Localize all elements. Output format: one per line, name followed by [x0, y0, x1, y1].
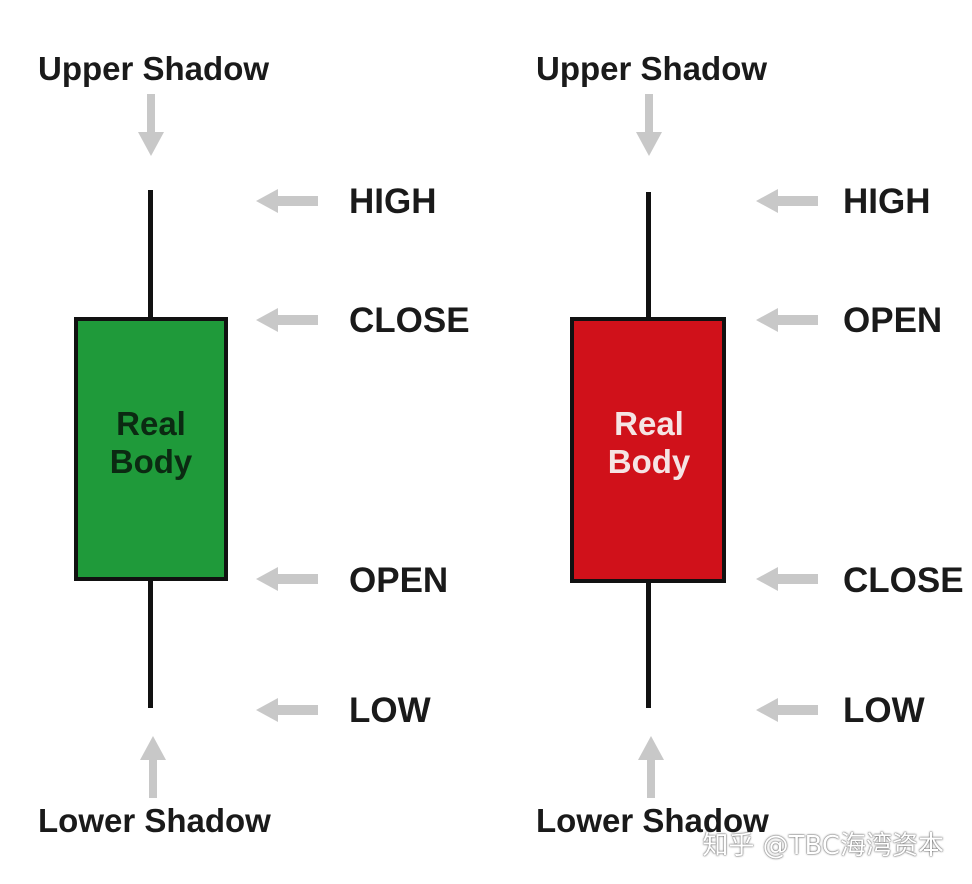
- up-arrow-icon: [638, 736, 664, 798]
- price-label-low-bearish: LOW: [843, 691, 925, 730]
- price-label-close-bullish: CLOSE: [349, 301, 470, 340]
- left-arrow-icon: [756, 189, 818, 213]
- price-label-high-bearish: HIGH: [843, 182, 931, 221]
- real-body-line2: Body: [607, 443, 691, 480]
- left-arrow-icon: [256, 189, 318, 213]
- lower-wick-bullish: [148, 580, 153, 708]
- real-body-bullish: [74, 317, 228, 581]
- down-arrow-icon: [636, 94, 662, 156]
- lower-shadow-label-bullish: Lower Shadow: [38, 802, 271, 839]
- left-arrow-icon: [756, 698, 818, 722]
- price-label-open-bearish: OPEN: [843, 301, 943, 340]
- upper-wick-bullish: [148, 190, 153, 320]
- real-body-line2: Body: [109, 443, 193, 480]
- left-arrow-icon: [756, 567, 818, 591]
- real-body-line1: Real: [614, 405, 684, 442]
- real-body-label-bearish: Real Body: [574, 405, 724, 481]
- up-arrow-icon: [140, 736, 166, 798]
- watermark: 知乎 @TBC海湾资本: [702, 831, 944, 861]
- left-arrow-icon: [256, 698, 318, 722]
- upper-shadow-label-bullish: Upper Shadow: [38, 50, 270, 87]
- left-arrow-icon: [256, 308, 318, 332]
- real-body-label-bullish: Real Body: [76, 405, 226, 481]
- left-arrow-icon: [256, 567, 318, 591]
- price-label-low-bullish: LOW: [349, 691, 431, 730]
- real-body-bearish: [570, 317, 726, 583]
- upper-wick-bearish: [646, 192, 651, 320]
- lower-shadow-label-bearish: Lower Shadow: [536, 802, 769, 839]
- real-body-line1: Real: [116, 405, 186, 442]
- down-arrow-icon: [138, 94, 164, 156]
- upper-shadow-label-bearish: Upper Shadow: [536, 50, 768, 87]
- price-label-close-bearish: CLOSE: [843, 561, 964, 600]
- lower-wick-bearish: [646, 582, 651, 708]
- price-label-open-bullish: OPEN: [349, 561, 449, 600]
- price-label-high-bullish: HIGH: [349, 182, 437, 221]
- left-arrow-icon: [756, 308, 818, 332]
